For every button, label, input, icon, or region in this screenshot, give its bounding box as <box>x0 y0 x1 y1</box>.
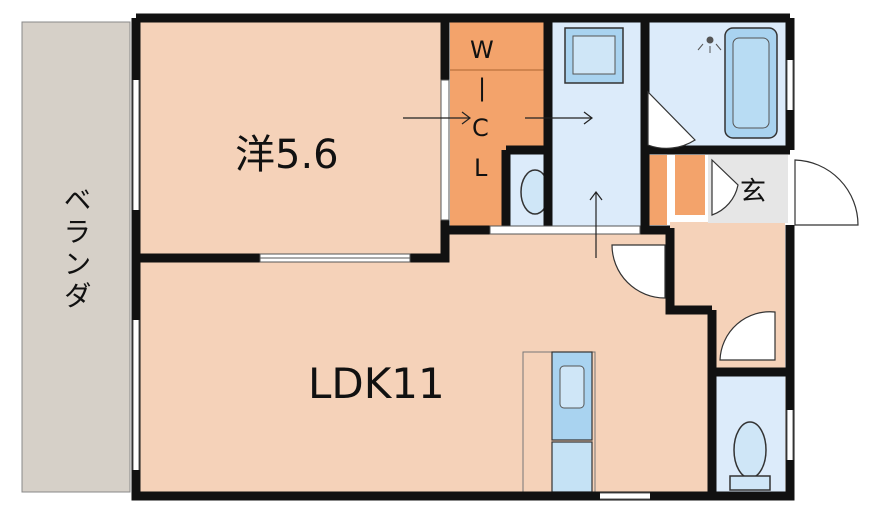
wic-bar: | <box>478 74 486 102</box>
kitchen-stove <box>551 441 593 493</box>
wic-label: W | C L <box>470 36 494 182</box>
washroom-sliding-door <box>489 225 641 235</box>
entrance-label: 玄 <box>740 177 766 207</box>
window-frames <box>132 60 794 500</box>
shoe-closet <box>645 155 667 225</box>
wic-letter-l: L <box>474 154 488 182</box>
shower-icon <box>697 36 722 53</box>
wic-letter-w: W <box>470 36 494 64</box>
balcony-label: ベランダ <box>60 185 93 313</box>
swing-doors <box>611 90 859 361</box>
windows <box>133 60 793 499</box>
balcony-area <box>21 21 131 493</box>
sliding-door <box>259 253 411 263</box>
ldk-label: LDK11 <box>308 359 445 408</box>
toilet-bowl <box>733 421 767 479</box>
flow-arrows <box>403 111 603 258</box>
washbasin-inner <box>572 35 616 75</box>
western-room-floor <box>140 22 445 255</box>
western-room-label: 洋5.6 <box>235 132 339 178</box>
wic-letter-c: C <box>472 114 489 142</box>
toilet-tank <box>729 475 771 491</box>
entrance-closet <box>675 155 705 215</box>
kitchen-sink-inner <box>559 365 585 409</box>
closet-sliding-door <box>440 79 450 221</box>
bathtub-inner <box>732 37 770 129</box>
